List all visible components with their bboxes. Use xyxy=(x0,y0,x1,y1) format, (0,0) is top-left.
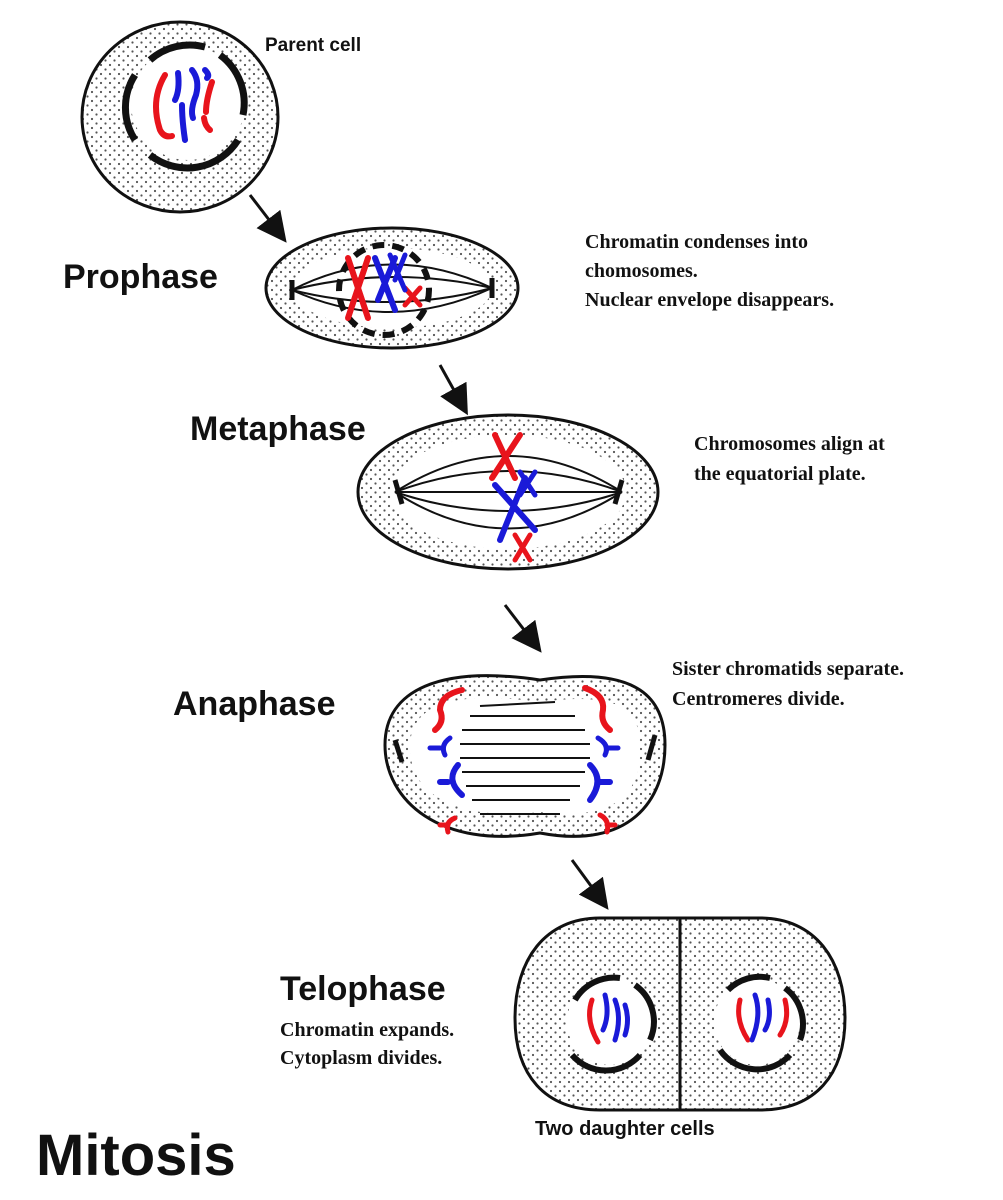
telophase-note-line: Chromatin expands. xyxy=(280,1019,454,1041)
parent-cell-label: Parent cell xyxy=(265,35,361,56)
prophase-note-line: chomosomes. xyxy=(585,260,698,282)
prophase-cell xyxy=(264,226,520,350)
metaphase-title: Metaphase xyxy=(190,410,366,448)
centrosomes xyxy=(289,278,495,300)
anaphase-title: Anaphase xyxy=(173,685,336,723)
centrosomes xyxy=(392,734,658,763)
anaphase-notes: Sister chromatids separate. Centromeres … xyxy=(672,658,904,710)
metaphase-notes: Chromosomes align at the equatorial plat… xyxy=(694,433,885,485)
daughter-cells-label: Two daughter cells xyxy=(535,1118,715,1140)
anaphase-note-line: Sister chromatids separate. xyxy=(672,658,904,680)
aligned-chromosomes xyxy=(489,432,538,563)
left-chromatids xyxy=(427,687,465,835)
anaphase-cell xyxy=(383,674,667,838)
parent-cell: Parent cell xyxy=(80,20,361,214)
metaphase-note-line: Chromosomes align at xyxy=(694,433,885,455)
chromosomes xyxy=(345,252,423,321)
nuclear-envelope-fragments xyxy=(336,242,432,338)
chromatin xyxy=(153,67,215,143)
telophase-note-line: Cytoplasm divides. xyxy=(280,1047,442,1069)
arrow-parent-to-prophase xyxy=(248,194,287,243)
prophase-notes: Chromatin condenses into chomosomes. Nuc… xyxy=(585,231,834,311)
arrow-anaphase-to-telophase xyxy=(570,859,609,910)
anaphase-note-line: Centromeres divide. xyxy=(672,688,845,710)
prophase-note-line: Chromatin condenses into xyxy=(585,231,808,253)
daughter-cells xyxy=(513,916,847,1112)
telophase-title: Telophase xyxy=(280,970,446,1008)
arrow-prophase-to-metaphase xyxy=(438,364,468,416)
diagram-title: Mitosis xyxy=(36,1123,236,1188)
spindle-fibers xyxy=(460,701,590,815)
centrosomes xyxy=(392,479,625,505)
telophase-notes: Chromatin expands. Cytoplasm divides. xyxy=(280,1019,454,1069)
prophase-title: Prophase xyxy=(63,258,218,296)
metaphase-cell xyxy=(356,413,660,571)
metaphase-note-line: the equatorial plate. xyxy=(694,463,866,485)
daughter-cell-right xyxy=(714,973,806,1073)
prophase-note-line: Nuclear envelope disappears. xyxy=(585,289,834,311)
nuclear-envelope xyxy=(122,41,248,172)
right-chromatids xyxy=(582,685,621,835)
arrow-metaphase-to-anaphase xyxy=(503,604,542,653)
daughter-cell-left xyxy=(567,974,657,1074)
